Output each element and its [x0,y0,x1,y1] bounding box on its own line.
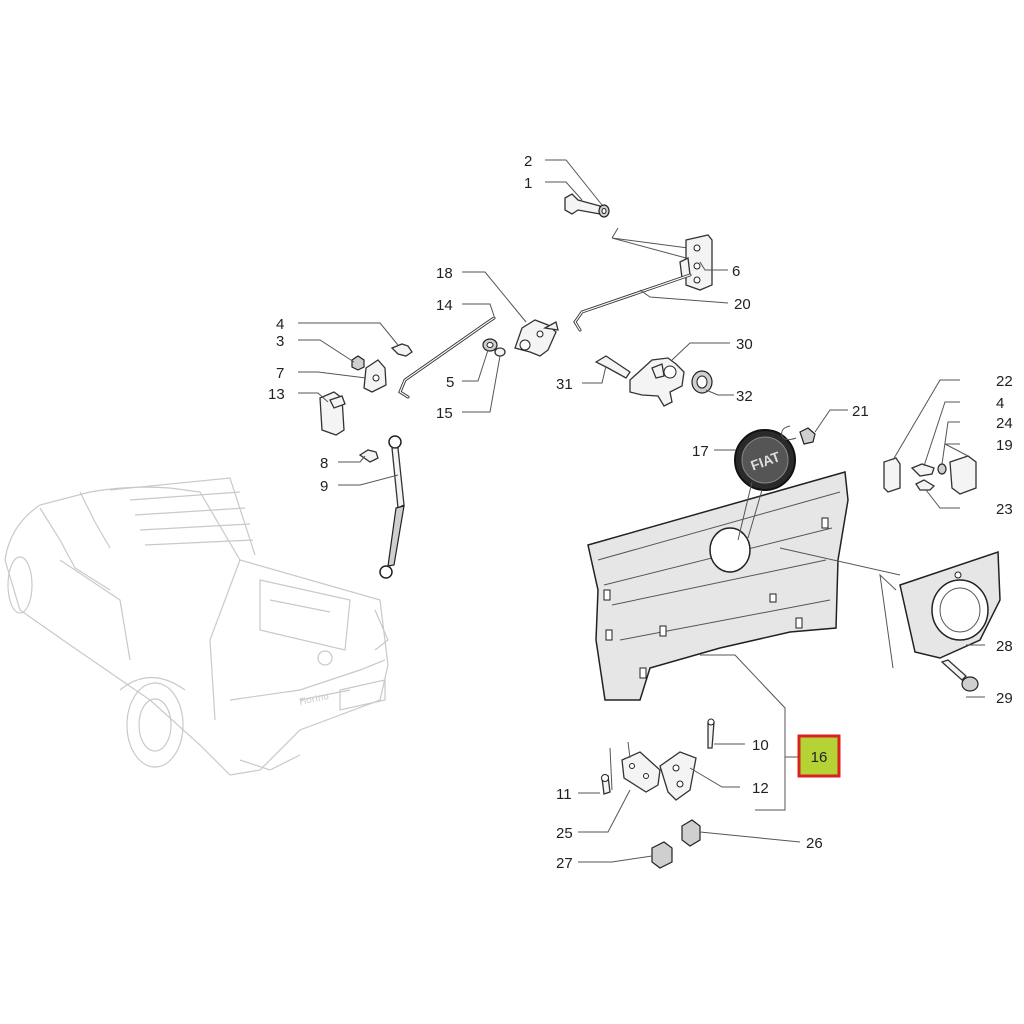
callout-15: 15 [436,405,453,422]
bumper-part-27 [651,841,673,869]
lever-part [514,319,559,357]
handle-part-30 [629,357,685,407]
callout-30: 30 [736,336,753,353]
screw-part-29 [940,659,979,692]
bracket-part-22 [883,457,901,493]
callout-24: 24 [996,415,1013,432]
callout-labels: 2 1 6 20 18 14 4 3 7 13 5 15 8 9 31 30 3… [268,153,1013,872]
callout-26: 26 [806,835,823,852]
callout-28: 28 [996,638,1013,655]
highlight-label: 16 [811,749,828,766]
callout-5: 5 [446,374,454,391]
callout-8: 8 [320,455,328,472]
rod-part-20 [573,273,692,332]
callout-3: 3 [276,333,284,350]
grommet-part-32 [691,370,713,394]
callout-21: 21 [852,403,869,420]
truck-badge: Fiorino [299,692,331,708]
callout-17: 17 [692,443,709,460]
screw-part-10 [707,718,715,749]
callout-4: 4 [276,316,284,333]
nut-part-3 [351,355,365,371]
callout-23: 23 [996,501,1013,518]
callout-4b: 4 [996,395,1004,412]
screw-part-4b [910,463,935,477]
leader-lines [298,159,985,863]
callout-2: 2 [524,153,532,170]
callout-18: 18 [436,265,453,282]
callout-7: 7 [276,365,284,382]
callout-1: 1 [524,175,532,192]
screw-part-11 [601,774,611,795]
callout-13: 13 [268,386,285,403]
callout-9: 9 [320,478,328,495]
callout-32: 32 [736,388,753,405]
bracket-lines [611,227,689,259]
bracket-part-13 [319,391,346,436]
bracket-part-7 [363,359,387,393]
screw-part-23 [915,479,936,491]
callout-25: 25 [556,825,573,842]
callout-12: 12 [752,780,769,797]
strut-part-9 [379,435,405,579]
striker-part-19 [949,455,977,495]
callout-6: 6 [732,263,740,280]
bumper-part-26 [681,819,701,847]
callout-11: 11 [556,786,572,803]
highlighted-callout-16[interactable]: 16 [797,734,841,778]
hinge-part-25 [609,741,661,793]
cover-plate-part-28 [899,550,1001,659]
clip-part-21 [781,425,816,445]
rod-part-14 [398,316,496,399]
callout-31: 31 [556,376,573,393]
callout-27: 27 [556,855,573,872]
screw-part-4 [390,343,413,357]
callout-29: 29 [996,690,1013,707]
callout-14: 14 [436,297,453,314]
hinge-part-12 [659,751,697,801]
bushing-part [482,338,506,357]
bolt-part [564,193,610,218]
fiat-badge-part: FIAT [734,429,796,491]
callout-20: 20 [734,296,751,313]
highlight-box [797,734,841,778]
pickup-truck-illustration: Fiorino [4,477,389,776]
screw-part-8 [358,449,379,463]
lock-part [679,234,713,291]
callout-22: 22 [996,373,1013,390]
callout-19: 19 [996,437,1013,454]
callout-10: 10 [752,737,769,754]
tailgate-panel-16 [587,471,849,701]
washer-part-24 [937,463,947,475]
screw-part-31 [594,355,631,379]
